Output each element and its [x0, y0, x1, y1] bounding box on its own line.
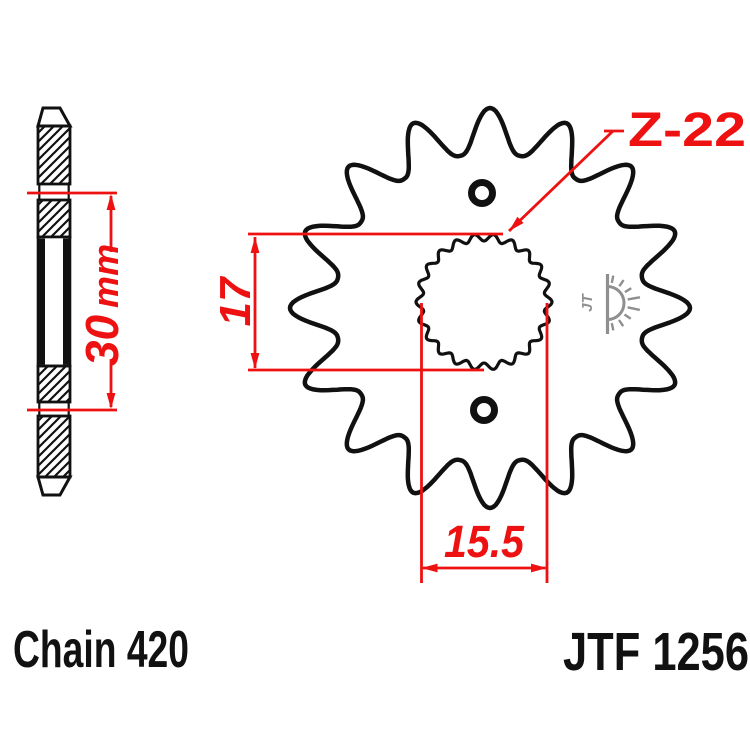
arrowhead [250, 353, 260, 369]
dim-17-label: 17 [211, 275, 260, 326]
chain-size-label: Chain 420 [13, 621, 189, 679]
bottom-bolt-hole [470, 396, 498, 424]
teeth-count-label: Z-22 [628, 104, 746, 157]
dimension-arrowheads [106, 194, 547, 573]
logo-jt-text: JT [579, 292, 596, 311]
side-view-top-tooth-tip [36, 106, 73, 128]
teeth-count-callout: Z-22 [508, 104, 746, 233]
arrowhead [106, 194, 116, 210]
sprocket-front-view: JT [287, 105, 693, 511]
part-number-label: JTF 1256 [563, 622, 749, 682]
dim-155-label: 15.5 [444, 516, 525, 567]
arrowhead [531, 563, 547, 573]
dimension-15-5: 15.5 [420, 303, 549, 583]
side-view-hatch-block-2 [36, 198, 72, 239]
dimension-30mm: 30mm [27, 191, 128, 412]
footer-labels: Chain 420 JTF 1256 [13, 621, 749, 682]
side-view-hatch-block-4 [36, 414, 72, 479]
arrowhead [250, 237, 260, 253]
side-view-bottom-tooth-tip [36, 475, 73, 497]
jt-logo: JT [579, 274, 641, 334]
arrowhead [421, 563, 438, 573]
z22-leader-line [508, 129, 614, 233]
arrowhead [509, 216, 524, 231]
top-bolt-hole [468, 179, 496, 207]
arrowhead [106, 393, 116, 409]
logo-sun-rays [610, 275, 641, 331]
side-view-hatch-block-3 [36, 364, 72, 404]
dimension-17: 17 [211, 232, 503, 372]
side-view-hatch-block-1 [36, 124, 72, 186]
logo-sun-semicircle [607, 285, 626, 321]
dimension-annotations: 30mm 17 15.5 Z-22 [27, 104, 746, 583]
dim-30-label: 30mm [76, 244, 128, 366]
spline-bore-outline [414, 233, 554, 371]
sprocket-side-view [36, 106, 73, 497]
